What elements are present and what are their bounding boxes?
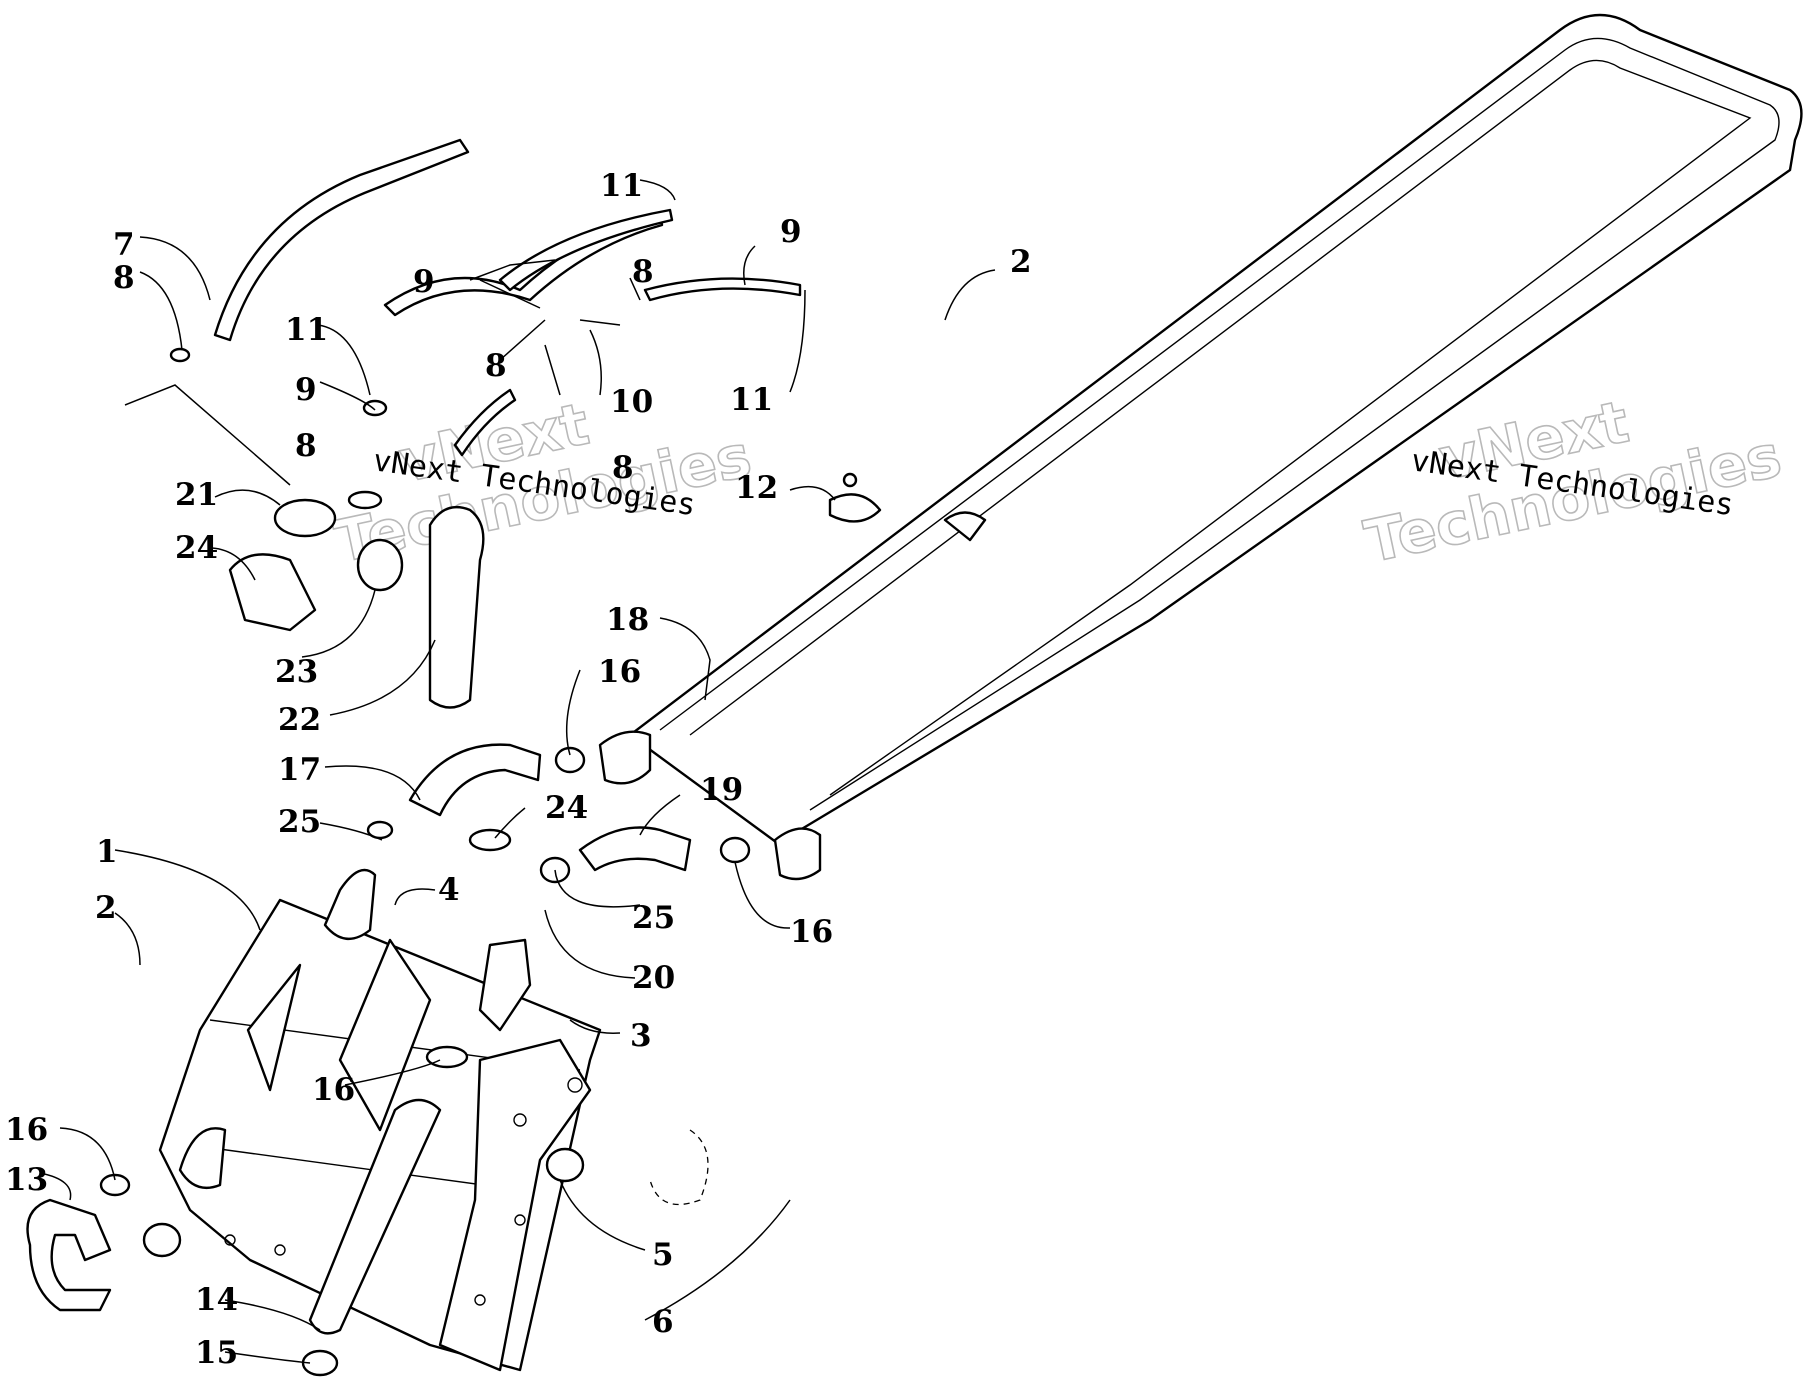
callout-25-b: 25 [632, 900, 675, 936]
callout-1: 1 [96, 834, 118, 870]
callout-23: 23 [275, 654, 318, 690]
callout-19: 19 [700, 772, 743, 808]
callout-20: 20 [632, 960, 675, 996]
callout-6: 6 [652, 1304, 674, 1340]
watermark-left: vNext Technologies vNext Technologies [328, 389, 757, 577]
callout-17: 17 [278, 752, 321, 788]
callout-2-right: 2 [1010, 244, 1032, 280]
callout-24-b: 24 [545, 790, 588, 826]
callout-13: 13 [5, 1162, 48, 1198]
callout-10: 10 [610, 384, 653, 420]
callouts: 1 2 2 3 4 5 6 7 8 8 8 8 8 9 9 9 10 11 11… [5, 168, 1032, 1371]
callout-8-b: 8 [295, 428, 317, 464]
callout-12: 12 [735, 470, 778, 506]
callout-8-a: 8 [113, 260, 135, 296]
callout-11-a: 11 [600, 168, 643, 204]
callout-11-c: 11 [730, 382, 773, 418]
callout-16-b: 16 [790, 914, 833, 950]
callout-2-left: 2 [95, 890, 117, 926]
callout-8-c: 8 [485, 348, 507, 384]
callout-3: 3 [630, 1018, 652, 1054]
callout-14: 14 [195, 1282, 238, 1318]
callout-8-d: 8 [632, 254, 654, 290]
callout-25-a: 25 [278, 804, 321, 840]
callout-21: 21 [175, 477, 218, 513]
heat-exchanger [598, 13, 1803, 881]
callout-8-e: 8 [612, 450, 634, 486]
callout-9-b: 9 [413, 264, 435, 300]
hoses [26, 138, 802, 1335]
callout-24-a: 24 [175, 530, 218, 566]
callout-22: 22 [278, 702, 321, 738]
callout-16-c: 16 [312, 1072, 355, 1108]
callout-16-d: 16 [5, 1112, 48, 1148]
callout-15: 15 [195, 1335, 238, 1371]
callout-4: 4 [438, 872, 460, 908]
leader-lines [39, 179, 996, 1364]
callout-9-c: 9 [780, 214, 802, 250]
callout-18: 18 [606, 602, 649, 638]
callout-11-b: 11 [285, 312, 328, 348]
callout-9-a: 9 [295, 372, 317, 408]
callout-7: 7 [113, 227, 135, 263]
callout-5: 5 [652, 1237, 674, 1273]
callout-16-a: 16 [598, 654, 641, 690]
